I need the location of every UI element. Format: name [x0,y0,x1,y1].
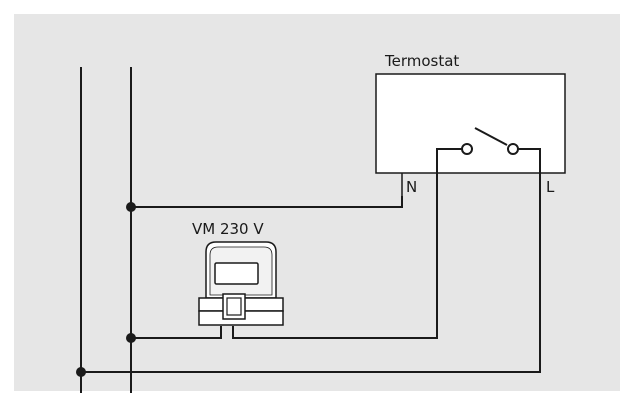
valve-actuator-icon [198,241,284,326]
thermostat-label: Termostat [384,52,459,70]
background-panel [14,14,620,391]
thermostat-box [375,73,566,174]
junction-dot-neutral [126,202,136,212]
actuator-neutral-wire [131,326,222,339]
switched-wire [232,148,462,339]
n-terminal-label: N [406,178,417,196]
neutral-wire [131,196,403,208]
live-wire [81,148,541,373]
junction-dot-live [76,367,86,377]
actuator-label: VM 230 V [192,220,264,238]
l-terminal-label: L [546,178,555,196]
junction-dot-actuator [126,333,136,343]
